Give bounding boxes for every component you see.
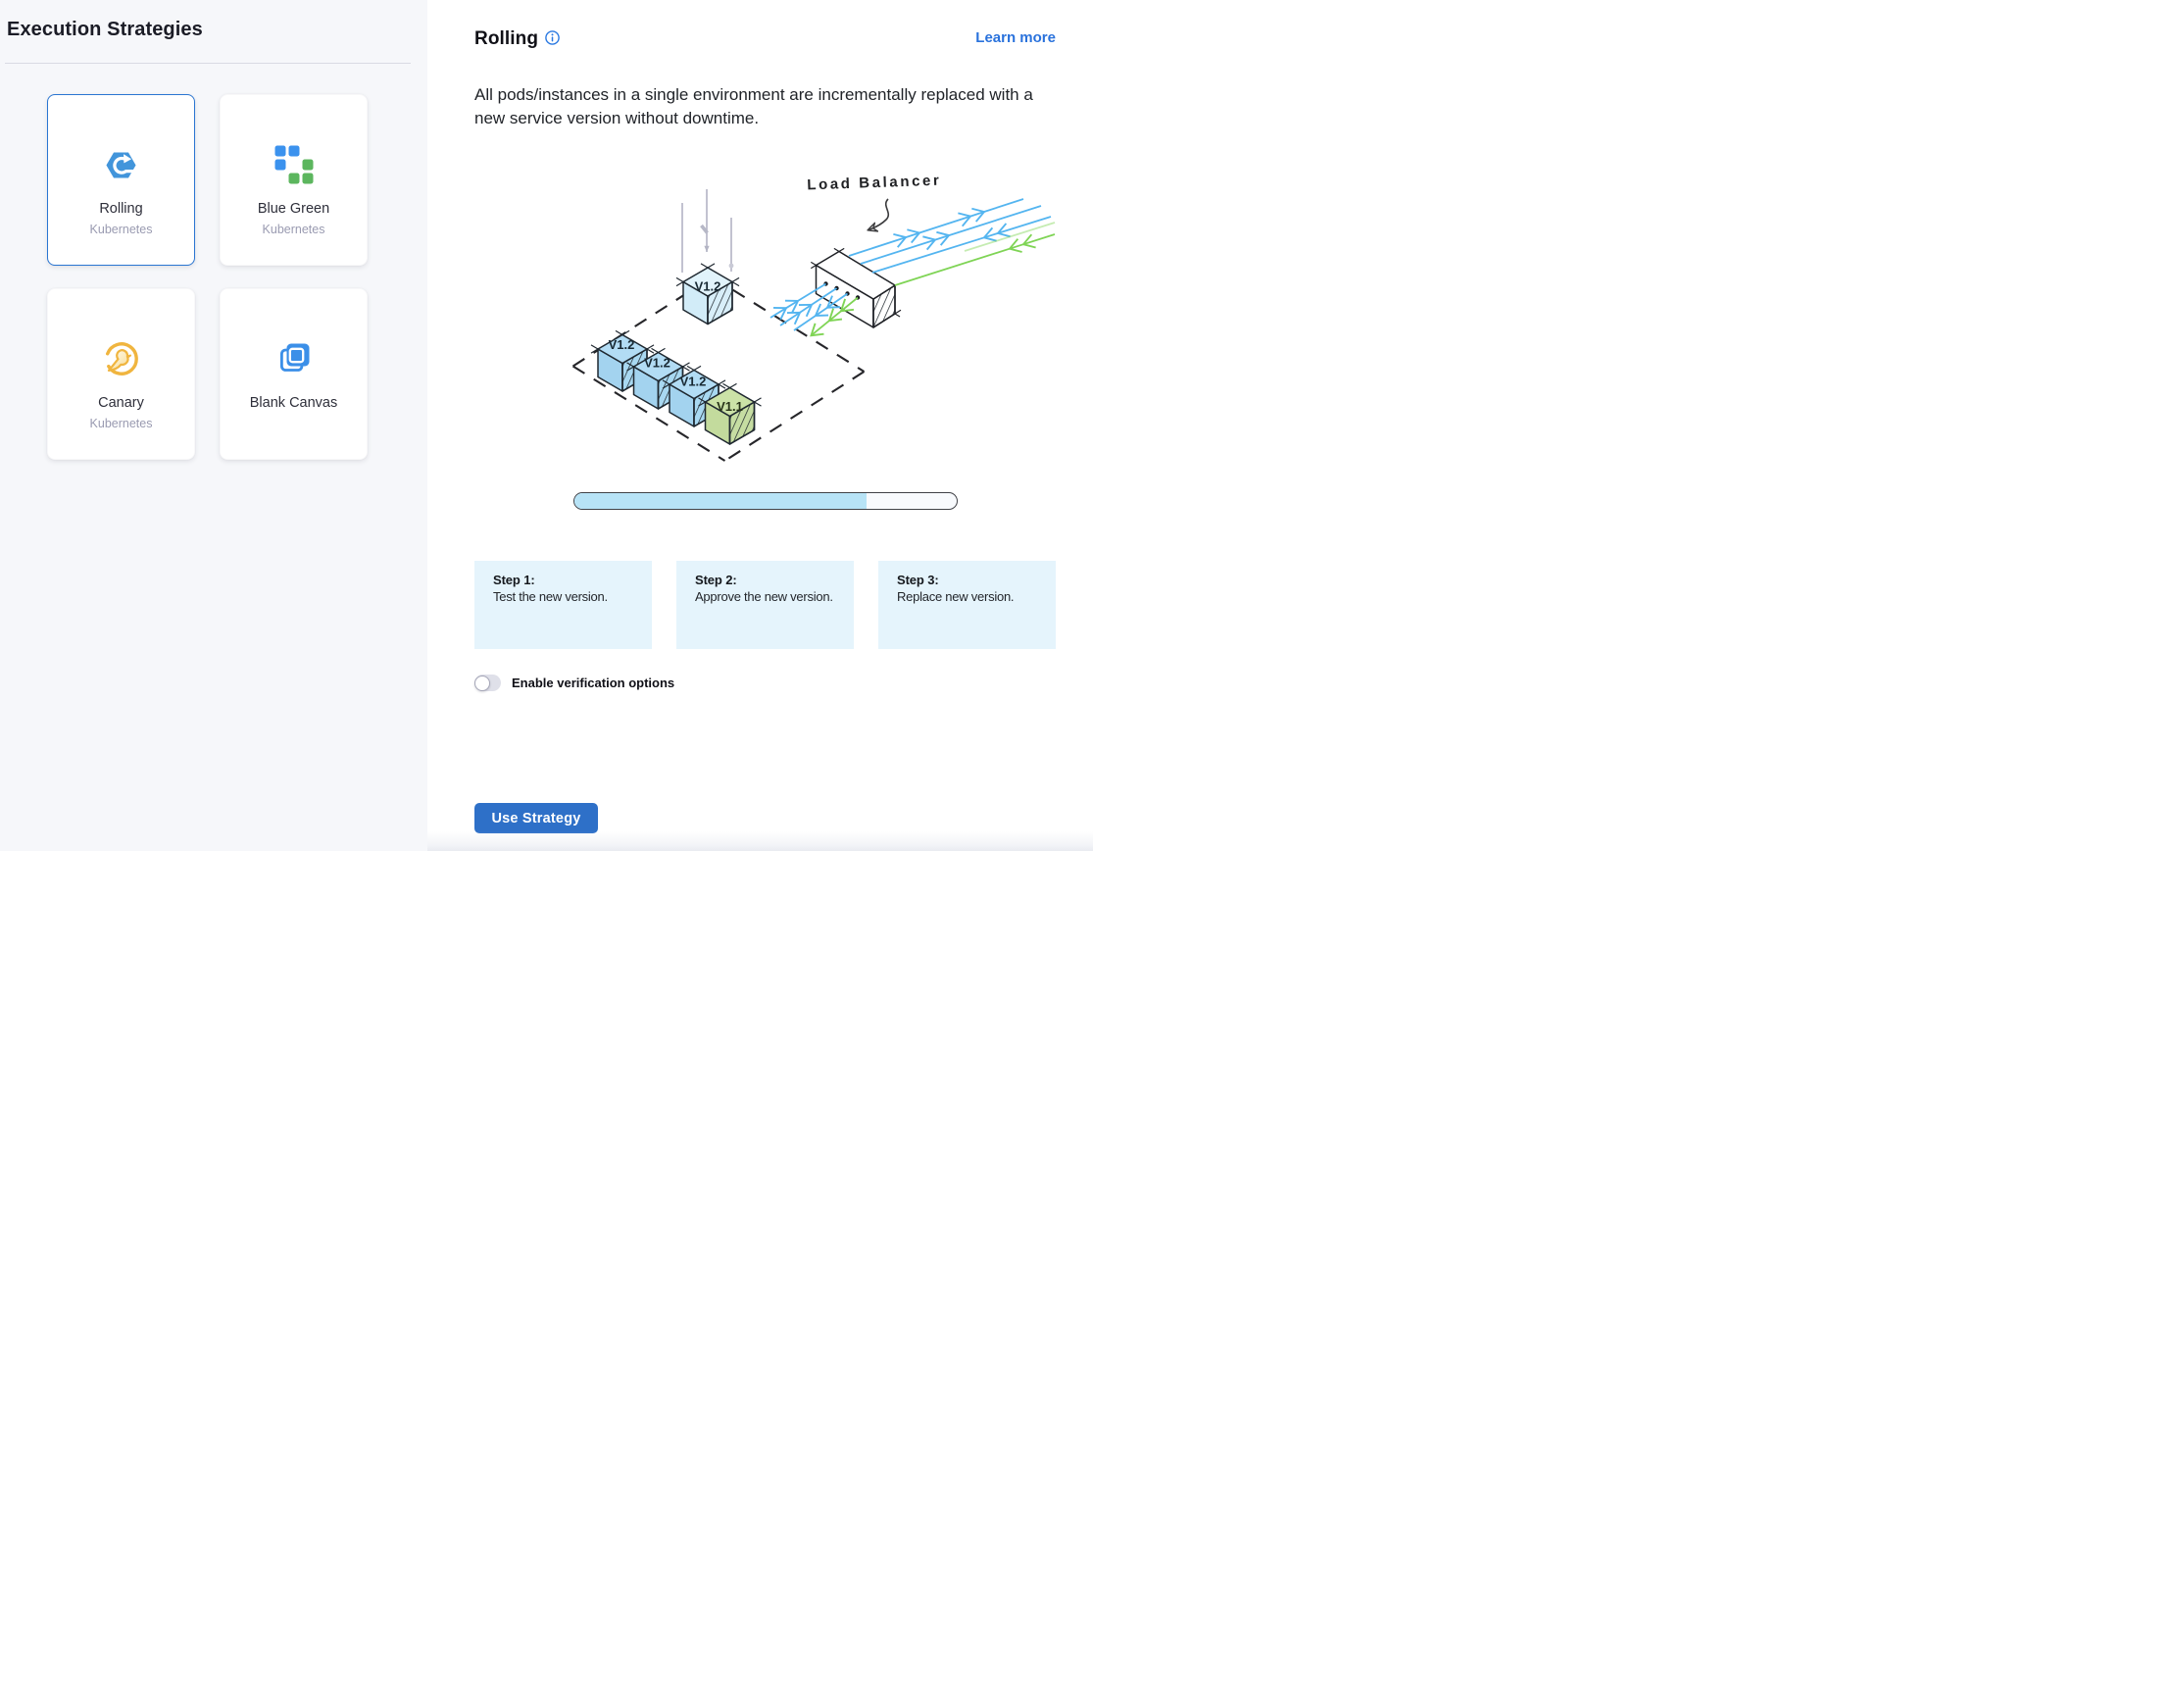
bottom-fade [427,831,1093,851]
use-strategy-button[interactable]: Use Strategy [474,803,598,833]
floating-cube: V1.2 [675,263,740,325]
rolling-icon [105,147,137,182]
traffic-arrows-blue-up [848,198,1052,274]
blue-green-icon [274,145,314,184]
strategy-card-label: Blank Canvas [249,395,338,411]
strategy-card-canary[interactable]: Canary Kubernetes [47,288,195,460]
load-balancer-box [810,247,902,328]
toggle-knob [474,675,490,691]
pod-cube-label: V1.2 [680,375,707,389]
verification-toggle-row: Enable verification options [474,675,1056,691]
step-title: Step 2: [695,573,737,587]
strategy-card-rolling[interactable]: Rolling Kubernetes [47,94,195,266]
step-title: Step 1: [493,573,535,587]
verification-toggle-label: Enable verification options [512,676,675,690]
step-text: Approve the new version. [695,589,833,604]
step-box-3: Step 3: Replace new version. [878,561,1056,649]
step-text: Replace new version. [897,589,1015,604]
strategy-sidebar: Execution Strategies Rolling Kubernetes [0,0,427,851]
verification-toggle[interactable] [474,675,501,691]
execution-strategies-screen: Execution Strategies Rolling Kubernetes [0,0,1093,851]
load-balancer-pointer [869,198,890,230]
blank-canvas-icon [276,341,312,376]
strategy-card-grid: Rolling Kubernetes Blue Green Kubernetes [47,94,427,460]
strategy-steps: Step 1: Test the new version. Step 2: Ap… [474,561,1056,649]
deploy-drop-lines [681,189,732,273]
strategy-card-blank-canvas[interactable]: Blank Canvas [220,288,368,460]
rollout-progress-bar [572,492,958,510]
traffic-arrows-green-up [894,222,1056,286]
strategy-description: All pods/instances in a single environme… [474,85,1033,127]
divider [5,63,411,64]
strategy-card-label: Canary [98,395,144,411]
rollout-progress-fill [573,493,867,509]
step-text: Test the new version. [493,589,608,604]
page-title: Execution Strategies [7,19,203,40]
canary-icon [103,341,140,376]
pod-cube: V1.2 [625,347,691,410]
strategy-card-label: Blue Green [257,201,330,217]
traffic-arrows-green-out [810,296,859,337]
strategy-card-subtitle: Kubernetes [262,223,325,236]
step-box-2: Step 2: Approve the new version. [676,561,854,649]
strategy-card-subtitle: Kubernetes [89,417,153,430]
strategy-card-subtitle: Kubernetes [89,223,153,236]
strategy-card-label: Rolling [99,201,143,217]
floating-cube-label: V1.2 [695,279,721,294]
pod-cube: V1.2 [662,365,726,427]
learn-more-link[interactable]: Learn more [975,29,1056,46]
pod-cube: V1.2 [590,329,655,392]
load-balancer-label: Load Balancer [807,173,942,194]
detail-title: Rolling [474,28,539,49]
pod-cube-label: V1.2 [609,337,635,352]
old-version-cube-label: V1.1 [717,399,743,414]
rolling-deployment-illustration: V1.2 V1.2 V1.2 V1.2 V1.1 [571,173,1056,462]
old-version-cube: V1.1 [697,382,763,445]
step-box-1: Step 1: Test the new version. [474,561,652,649]
strategy-detail-panel: Rolling Learn more All pods/instances in… [427,0,1093,851]
detail-header: Rolling Learn more [474,27,1056,51]
info-icon[interactable] [545,30,560,45]
pod-cube-label: V1.2 [644,356,670,371]
step-title: Step 3: [897,573,939,587]
deployment-zone-dashed-outline [571,275,866,462]
strategy-card-blue-green[interactable]: Blue Green Kubernetes [220,94,368,266]
